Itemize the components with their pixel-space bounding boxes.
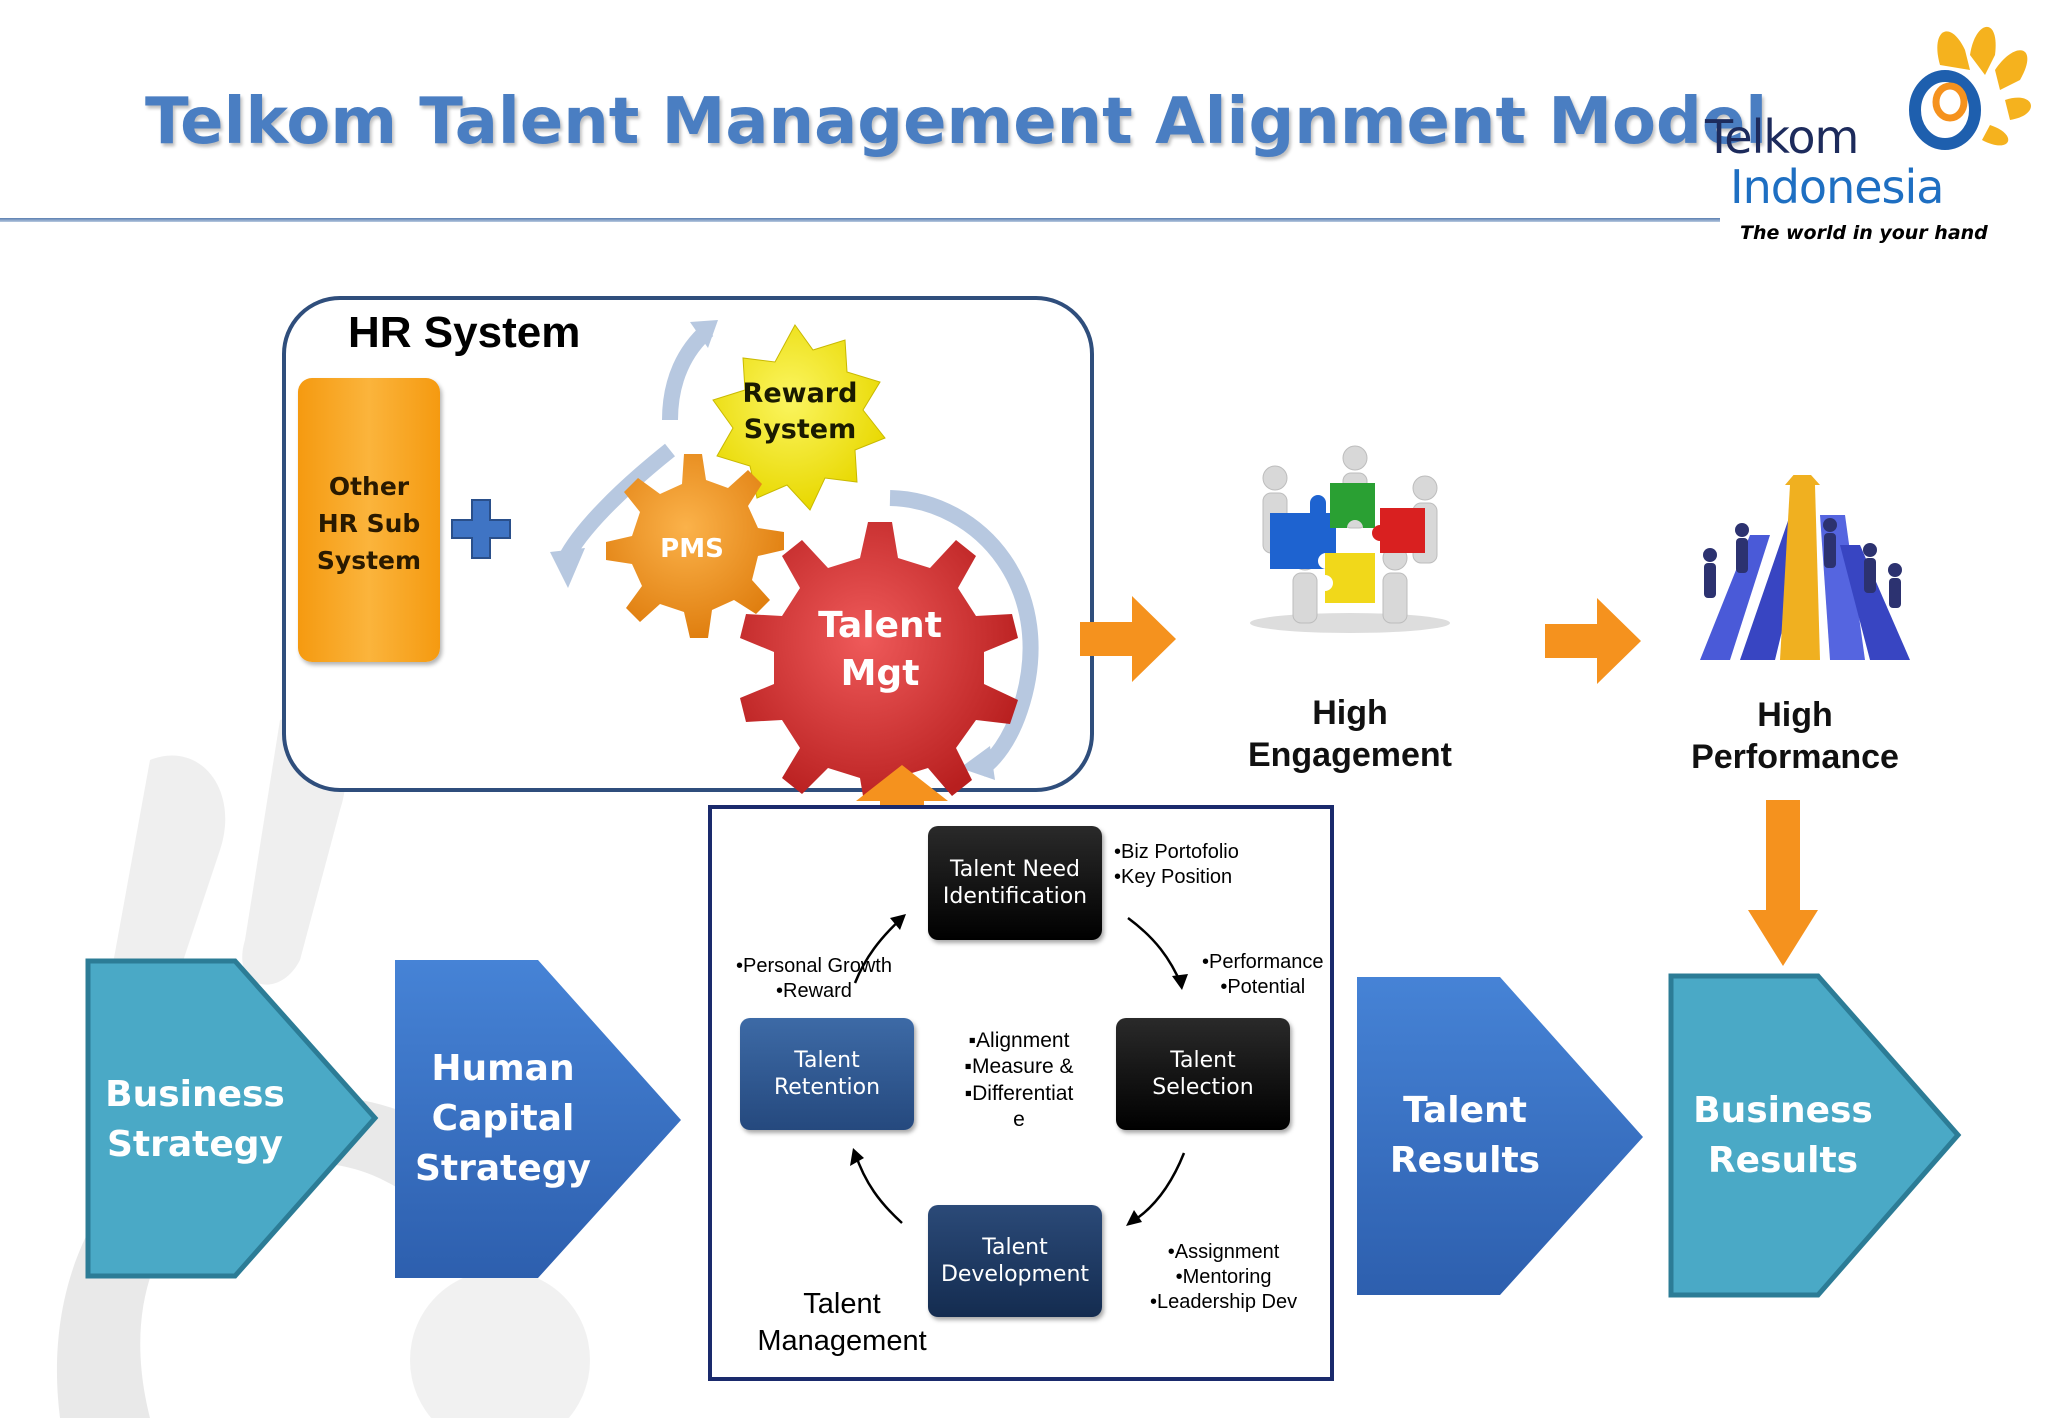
- cycle-arrows: [850, 914, 1188, 1226]
- gears-diagram: [550, 320, 1039, 800]
- logo-hand-icon: [1909, 26, 2031, 150]
- title-divider: [0, 218, 1720, 222]
- arrow-right-icon: [1080, 596, 1176, 682]
- arrow-down-icon: [1748, 800, 1818, 966]
- business-results-label: Business Results: [1693, 1090, 1873, 1181]
- rising-arrows-people-icon: [1700, 475, 1910, 660]
- business-results-chevron: [1668, 973, 1962, 1298]
- human-capital-chevron: [395, 960, 681, 1278]
- arrow-up-icon: [856, 765, 948, 835]
- reward-system-label: Reward System: [742, 378, 858, 445]
- arrow-right-icon: [1545, 598, 1641, 684]
- business-strategy-chevron: [85, 958, 379, 1279]
- page-title: Telkom Talent Management Alignment Model: [145, 85, 1768, 159]
- notes-development: •Assignment •Mentoring •Leadership Dev: [1150, 1241, 1298, 1313]
- talent-results-chevron: [1357, 977, 1643, 1295]
- logo-tagline: The world in your hand: [1740, 222, 1988, 244]
- center-principles: ▪Alignment ▪Measure & ▪Differentiat e: [964, 1029, 1074, 1131]
- human-capital-label: Human Capital Strategy: [414, 1048, 592, 1189]
- telkom-logo: Telkom Indonesia The world in your hand: [1700, 10, 2040, 244]
- pms-label: PMS: [660, 534, 724, 564]
- other-hr-label: Other HR Sub System: [316, 472, 422, 575]
- puzzle-people-icon: [1250, 445, 1450, 633]
- notes-retention: •Personal Growth •Reward: [736, 955, 892, 1002]
- high-performance-label: High Performance: [1691, 696, 1899, 776]
- talent-mgt-label: Talent Mgt: [818, 605, 942, 694]
- notes-need: •Biz Portofolio •Key Position: [1114, 841, 1239, 888]
- high-engagement-label: High Engagement: [1247, 694, 1453, 774]
- business-strategy-label: Business Strategy: [105, 1074, 285, 1165]
- talent-results-label: Talent Results: [1389, 1090, 1541, 1181]
- plus-icon: [451, 499, 511, 559]
- hr-system-heading: HR System: [348, 308, 581, 357]
- notes-selection: •Performance •Potential: [1202, 951, 1324, 998]
- other-hr-subsystem-block: [298, 378, 440, 662]
- talent-management-caption: Talent Management: [757, 1288, 927, 1357]
- logo-line2: Indonesia: [1730, 160, 1944, 214]
- logo-line1: Telkom: [1705, 110, 1859, 164]
